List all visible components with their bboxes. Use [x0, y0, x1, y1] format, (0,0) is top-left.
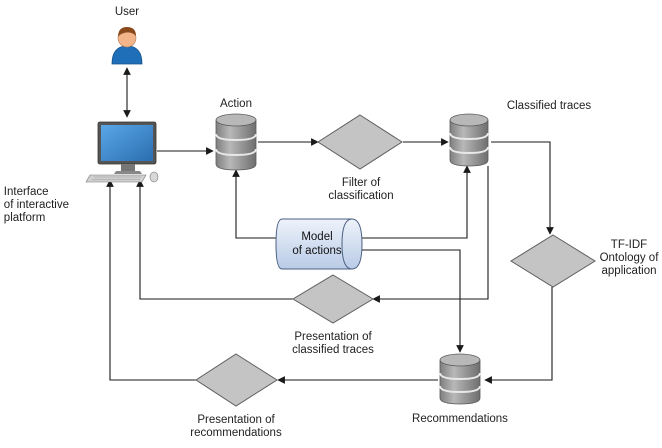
database-action-icon — [215, 113, 257, 171]
computer-icon — [85, 121, 159, 183]
edge-model-classified — [356, 165, 471, 239]
edge-presentation-interface — [136, 179, 294, 300]
database-classified-traces-icon — [449, 113, 489, 167]
interface-label-line-3: platform — [3, 212, 46, 224]
tfidf-label-line-3: application — [601, 265, 657, 277]
tfidf-decision-diamond — [510, 234, 596, 288]
user-icon — [111, 27, 143, 65]
connectors — [106, 67, 554, 384]
presentation-classified-diamond — [292, 274, 374, 324]
edge-presrec-interface — [106, 179, 197, 381]
presentation-classified-line-2: classified traces — [292, 344, 374, 356]
filter-decision-diamond — [317, 114, 403, 170]
user-label: User — [114, 6, 140, 18]
tfidf-label: TF-IDF Ontology of application — [600, 239, 659, 278]
interface-label-line-2: of interactive — [3, 199, 69, 211]
tfidf-label-line-2: Ontology of — [599, 252, 659, 264]
edge-model-recommendations — [356, 249, 464, 353]
presentation-recommendations-line-2: recommendations — [190, 427, 282, 439]
model-of-actions-cylinder — [275, 218, 363, 270]
recommendations-label: Recommendations — [412, 413, 508, 425]
presentation-classified-label: Presentation of classified traces — [292, 331, 374, 357]
tfidf-label-line-1: TF-IDF — [610, 239, 648, 251]
interface-label: Interface of interactive platform — [4, 186, 69, 225]
database-recommendations-icon — [439, 353, 481, 405]
model-label-line-2: of actions — [292, 245, 342, 257]
filter-label-line-1: Filter of — [341, 177, 381, 189]
interface-label-line-1: Interface — [3, 186, 49, 198]
model-label-line-1: Model — [301, 231, 333, 243]
filter-label: Filter of classification — [328, 177, 393, 203]
edge-classified-presentation — [372, 166, 489, 303]
action-label: Action — [220, 98, 252, 110]
presentation-recommendations-line-1: Presentation of — [197, 414, 275, 426]
presentation-recommendations-label: Presentation of recommendations — [190, 414, 281, 440]
presentation-recommendations-diamond — [195, 353, 278, 407]
presentation-classified-line-1: Presentation of — [294, 331, 372, 343]
classified-traces-label: Classified traces — [506, 100, 592, 112]
edge-classified-tfidf — [491, 141, 554, 235]
filter-label-line-2: classification — [328, 190, 394, 202]
edge-tfidf-recommendations — [484, 287, 553, 384]
edge-model-action — [232, 169, 278, 239]
model-of-actions-label: Model of actions — [292, 230, 341, 258]
